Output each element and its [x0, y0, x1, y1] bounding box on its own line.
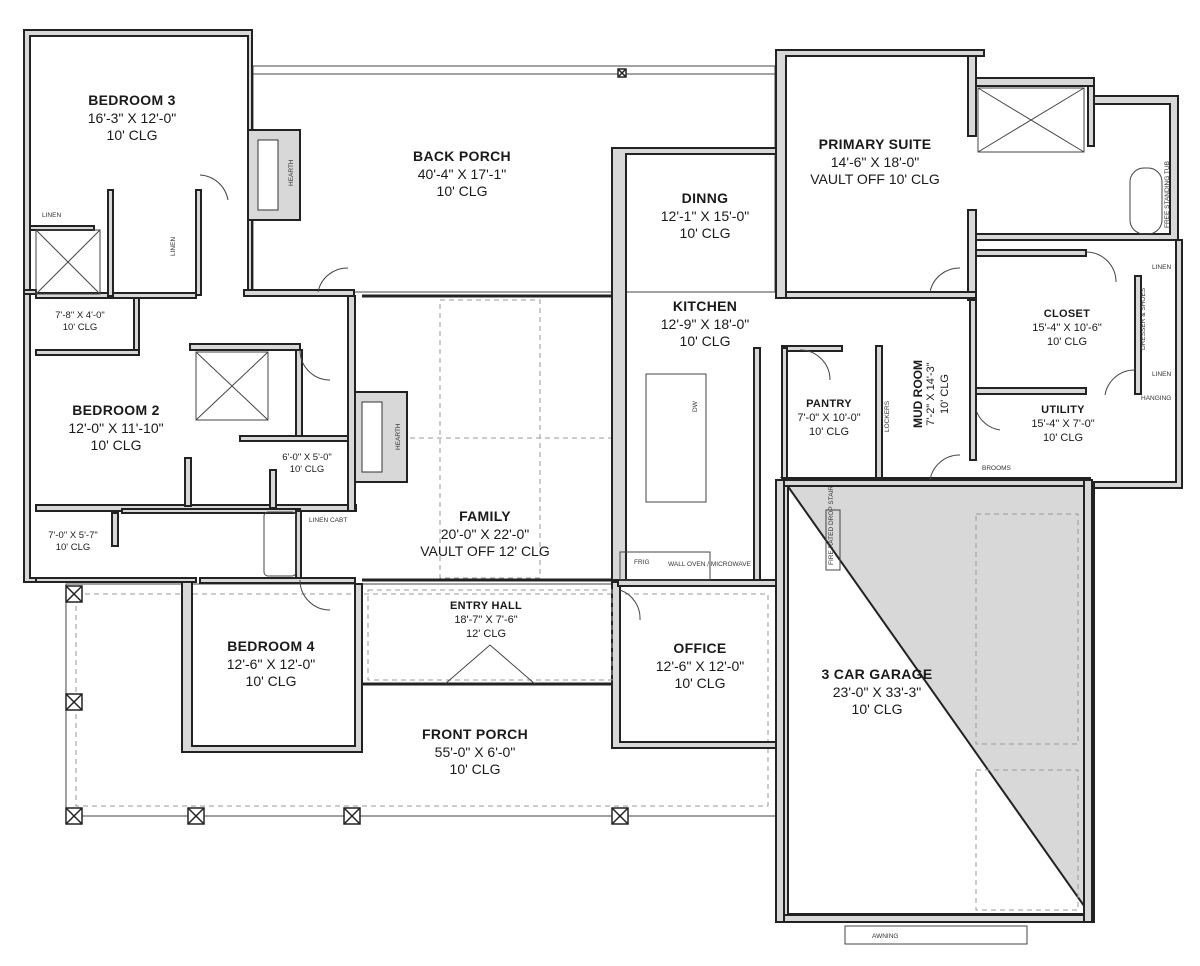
garage-dims: 23'-0" X 33'-3": [832, 683, 922, 700]
closet-label: CLOSET 15'-4" X 10'-6" 10' CLG: [1032, 308, 1102, 349]
bedroom4-name: BEDROOM 4: [227, 638, 315, 654]
bath2-clg: 10' CLG: [289, 463, 325, 475]
entry-hall-dims: 18'-7" X 7'-6": [454, 613, 518, 626]
bedroom2-clg: 10' CLG: [90, 437, 142, 453]
bedroom2-name: BEDROOM 2: [72, 402, 160, 418]
porch-columns: [65, 68, 629, 825]
pantry-clg: 10' CLG: [808, 425, 849, 438]
bath4-dims: 7'-0" X 5'-7": [48, 530, 98, 541]
frig-tag: FRIG: [634, 559, 650, 566]
mud-room-dims: 7'-2" X 14'-3": [925, 362, 938, 426]
back-porch-name: BACK PORCH: [413, 148, 511, 164]
bath3-clg: 10' CLG: [62, 321, 98, 333]
back-porch-label: BACK PORCH 40'-4" X 17'-1" 10' CLG: [413, 148, 511, 201]
dresser-tag: DRESSER & SHOES: [1140, 287, 1147, 350]
bedroom2-dims: 12'-0" X 11'-10": [68, 419, 164, 436]
bath3-dims: 7'-8" X 4'-0": [55, 310, 105, 321]
brooms-tag: BROOMS: [982, 465, 1011, 472]
hearth-tag-family: HEARTH: [395, 423, 402, 450]
mud-room-clg: 10' CLG: [938, 374, 951, 415]
kitchen-name: KITCHEN: [672, 298, 738, 314]
hearth-tag-back-porch: HEARTH: [288, 159, 295, 186]
garage-clg: 10' CLG: [851, 701, 903, 717]
entry-hall-label: ENTRY HALL 18'-7" X 7'-6" 12' CLG: [450, 600, 522, 641]
utility-clg: 10' CLG: [1042, 431, 1083, 444]
linen-tag-closet-bottom: LINEN: [1152, 371, 1172, 378]
hanging-tag: HANGING: [1141, 395, 1172, 402]
dinning-dims: 12'-1" X 15'-0": [660, 207, 750, 224]
office-label: OFFICE 12'-6" X 12'-0" 10' CLG: [656, 640, 744, 693]
office-name: OFFICE: [673, 640, 727, 656]
primary-suite-dims: 14'-6" X 18'-0": [830, 153, 920, 170]
pantry-label: PANTRY 7'-0" X 10'-0" 10' CLG: [797, 398, 860, 439]
bedroom3-dims: 16'-3" X 12'-0": [87, 109, 177, 126]
front-porch-name: FRONT PORCH: [422, 726, 528, 742]
bath4-clg: 10' CLG: [55, 541, 91, 553]
wall-oven-tag: WALL OVEN / MICROWAVE: [668, 561, 751, 568]
fire-rated-stair-tag: FIRE RATED DROP STAIR: [828, 485, 835, 565]
lockers-tag: LOCKERS: [884, 400, 891, 432]
family-clg: VAULT OFF 12' CLG: [420, 543, 550, 559]
linen-cabt-tag: LINEN CABT: [309, 517, 348, 524]
kitchen-island: [645, 373, 707, 503]
office-clg: 10' CLG: [674, 675, 726, 691]
garage-label: 3 CAR GARAGE 23'-0" X 33'-3" 10' CLG: [822, 666, 933, 719]
closet-dims: 15'-4" X 10'-6": [1032, 321, 1102, 334]
bedroom4-label: BEDROOM 4 12'-6" X 12'-0" 10' CLG: [227, 638, 315, 691]
front-porch-clg: 10' CLG: [449, 761, 501, 777]
primary-suite-label: PRIMARY SUITE 14'-6" X 18'-0" VAULT OFF …: [810, 136, 940, 189]
family-dims: 20'-0" X 22'-0": [440, 525, 530, 542]
front-porch-dims: 55'-0" X 6'-0": [434, 743, 516, 760]
front-porch-outline: [65, 583, 779, 817]
closet-clg: 10' CLG: [1046, 335, 1087, 348]
family-name: FAMILY: [459, 508, 511, 524]
family-label: FAMILY 20'-0" X 22'-0" VAULT OFF 12' CLG: [420, 508, 550, 561]
back-porch-outline: [252, 65, 776, 293]
kitchen-clg: 10' CLG: [679, 333, 731, 349]
back-porch-dims: 40'-4" X 17'-1": [417, 165, 507, 182]
primary-suite-clg: VAULT OFF 10' CLG: [810, 171, 940, 187]
office-dims: 12'-6" X 12'-0": [655, 657, 745, 674]
primary-suite-name: PRIMARY SUITE: [818, 136, 932, 152]
entry-hall-clg: 12' CLG: [465, 627, 506, 640]
dinning-name: DINNG: [681, 190, 729, 206]
kitchen-label: KITCHEN 12'-9" X 18'-0" 10' CLG: [661, 298, 749, 351]
back-porch-clg: 10' CLG: [436, 183, 488, 199]
awning-tag: AWNING: [872, 933, 899, 940]
bedroom3-name: BEDROOM 3: [88, 92, 176, 108]
bath2-dims: 6'-0" X 5'-0": [282, 452, 332, 463]
linen-tag-hall: LINEN: [170, 236, 177, 256]
mud-room-name: MUD ROOM: [911, 360, 925, 428]
bedroom4-clg: 10' CLG: [245, 673, 297, 689]
linen-tag-bedroom3: LINEN: [42, 212, 62, 219]
kitchen-dims: 12'-9" X 18'-0": [660, 315, 750, 332]
dw-tag: DW: [692, 401, 699, 412]
garage-name: 3 CAR GARAGE: [821, 666, 933, 682]
free-standing-tub-tag: FREE STANDING TUB: [1164, 161, 1171, 228]
closet-name: CLOSET: [1043, 308, 1091, 320]
front-porch-label: FRONT PORCH 55'-0" X 6'-0" 10' CLG: [422, 726, 528, 779]
bedroom2-label: BEDROOM 2 12'-0" X 11'-10" 10' CLG: [68, 402, 163, 455]
utility-label: UTILITY 15'-4" X 7'-0" 10' CLG: [1031, 404, 1094, 445]
pantry-name: PANTRY: [806, 398, 852, 410]
pantry-dims: 7'-0" X 10'-0": [797, 411, 861, 424]
bath2-label: 6'-0" X 5'-0" 10' CLG: [282, 452, 331, 476]
mud-room-label: MUD ROOM 7'-2" X 14'-3" 10' CLG: [911, 360, 952, 428]
bedroom3-clg: 10' CLG: [106, 127, 158, 143]
utility-dims: 15'-4" X 7'-0": [1031, 417, 1095, 430]
bath4-label: 7'-0" X 5'-7" 10' CLG: [48, 530, 97, 554]
bath3-label: 7'-8" X 4'-0" 10' CLG: [55, 310, 104, 334]
entry-hall-name: ENTRY HALL: [449, 600, 523, 612]
dinning-clg: 10' CLG: [679, 225, 731, 241]
linen-tag-closet-top: LINEN: [1152, 264, 1172, 271]
bedroom3-label: BEDROOM 3 16'-3" X 12'-0" 10' CLG: [88, 92, 176, 145]
dinning-label: DINNG 12'-1" X 15'-0" 10' CLG: [661, 190, 749, 243]
utility-name: UTILITY: [1041, 404, 1085, 416]
bedroom4-dims: 12'-6" X 12'-0": [226, 655, 316, 672]
